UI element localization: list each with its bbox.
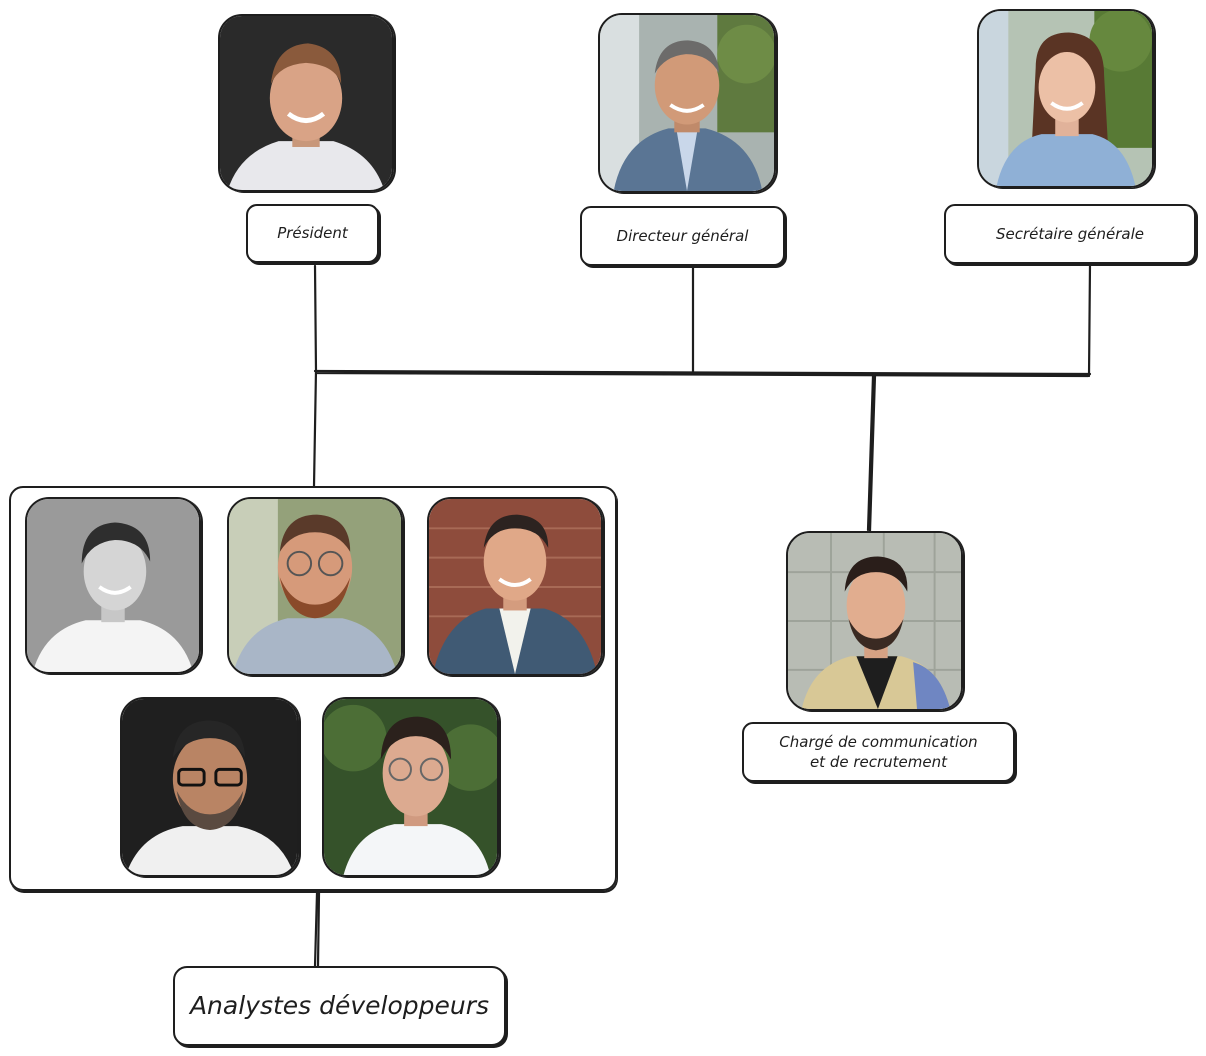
photo-secretaire — [977, 9, 1154, 188]
photo-analyste-2 — [227, 497, 403, 676]
connector-analystes — [313, 891, 321, 968]
connector-secretaire — [1087, 262, 1092, 378]
photo-president — [218, 14, 394, 192]
connector-horizontal-bar — [313, 369, 1092, 378]
photo-directeur — [598, 13, 776, 193]
photo-analyste-3 — [427, 497, 603, 676]
photo-analyste-5 — [322, 697, 499, 877]
role-label-president: Président — [246, 204, 379, 263]
connector-communication — [866, 374, 877, 533]
photo-communication — [786, 531, 963, 711]
connector-president — [312, 264, 318, 488]
role-label-analystes: Analystes développeurs — [173, 966, 506, 1046]
photo-analyste-4 — [120, 697, 299, 877]
role-label-directeur: Directeur général — [580, 206, 785, 266]
photo-analyste-1 — [25, 497, 201, 674]
role-label-secretaire: Secrétaire générale — [944, 204, 1196, 264]
analystes-group-frame — [9, 486, 617, 891]
role-label-communication: Chargé de communication et de recrutemen… — [742, 722, 1015, 782]
